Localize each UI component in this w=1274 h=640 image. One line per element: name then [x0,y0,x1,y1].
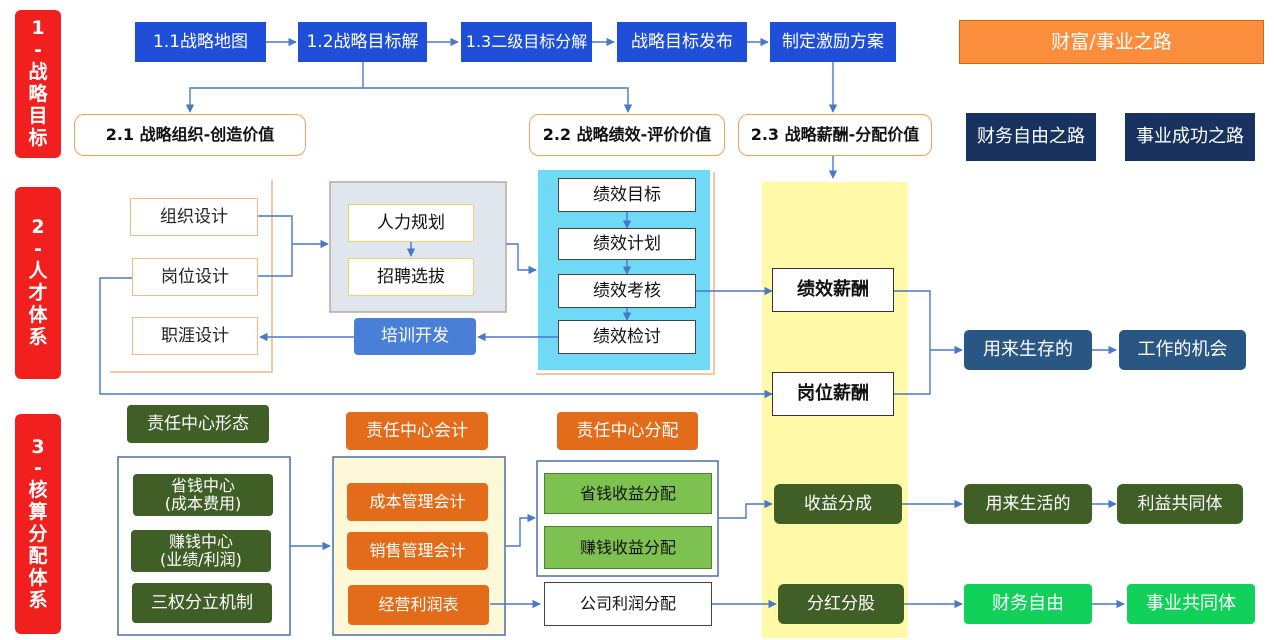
perf-group-frame [536,172,715,375]
side-char: 算 [28,501,48,524]
node-position-pay[interactable]: 岗位薪酬 [772,372,894,416]
node-cost-accounting[interactable]: 成本管理会计 [347,483,488,521]
node-hr-planning[interactable]: 人力规划 [348,204,474,242]
saving-center-sub: (成本费用) [164,494,242,513]
side-char: 体 [28,566,48,589]
node-company-profit-alloc[interactable]: 公司利润分配 [544,582,712,626]
node-org-value[interactable]: 2.1 战略组织-创造价值 [74,114,306,156]
side-char: 系 [28,588,48,611]
node-org-design[interactable]: 组织设计 [130,198,258,236]
node-profit-community[interactable]: 利益共同体 [1117,484,1243,524]
header-rc-form: 责任中心形态 [127,405,269,443]
node-three-powers[interactable]: 三权分立机制 [132,583,272,623]
node-career-design[interactable]: 职涯设计 [132,317,258,355]
node-dividend[interactable]: 分红分股 [778,584,904,624]
earning-center-label: 赚钱中心 [168,532,233,552]
side-char: 目 [28,104,48,127]
node-second-goal[interactable]: 1.3二级目标分解 [461,22,592,62]
node-perf-plan[interactable]: 绩效计划 [558,228,696,260]
node-financial-freedom-road[interactable]: 财务自由之路 [966,113,1096,161]
side-char: 2 [31,216,45,239]
side-char: 1 [31,17,45,40]
node-saving-profit-alloc[interactable]: 省钱收益分配 [544,473,712,514]
earning-center-sub: (业绩/利润) [160,550,242,569]
side-char: 配 [28,544,48,567]
node-job-chance[interactable]: 工作的机会 [1119,330,1246,370]
node-earning-profit-alloc[interactable]: 赚钱收益分配 [544,526,712,569]
header-rc-allocate: 责任中心分配 [557,412,698,450]
header-rc-account: 责任中心会计 [346,412,488,450]
node-profit-statement[interactable]: 经营利润表 [348,585,489,625]
node-perf-goal[interactable]: 绩效目标 [558,178,696,212]
node-financial-freedom[interactable]: 财务自由 [964,584,1092,624]
side-char: 略 [28,83,48,105]
side-char: 标 [28,126,48,149]
node-sales-accounting[interactable]: 销售管理会计 [347,532,488,570]
side-char: 分 [28,523,48,545]
node-perf-review[interactable]: 绩效考核 [558,274,696,308]
side-char: 系 [28,325,48,348]
side-char: - [34,39,42,62]
node-wealth-career[interactable]: 财富/事业之路 [959,20,1264,64]
node-perf-value[interactable]: 2.2 战略绩效-评价价值 [529,114,725,156]
side-char: 战 [28,61,48,84]
side-char: 3 [31,435,45,458]
node-goal-publish[interactable]: 战略目标发布 [617,22,747,62]
node-strategy-map[interactable]: 1.1战略地图 [135,22,266,62]
side-char: 核 [28,479,48,502]
side-char: - [34,457,42,480]
node-career-community[interactable]: 事业共同体 [1127,584,1255,624]
node-perf-pay[interactable]: 绩效薪酬 [772,268,894,312]
node-career-success-road[interactable]: 事业成功之路 [1125,113,1255,161]
side-label-strategy-goal: 1 - 战 略 目 标 [15,10,61,158]
side-char: 人 [28,260,48,283]
side-char: 才 [28,282,48,304]
org-group-frame [110,180,273,373]
node-profit-share[interactable]: 收益分成 [774,484,902,524]
side-label-talent-system: 2 - 人 才 体 系 [15,187,61,379]
node-training[interactable]: 培训开发 [354,318,476,355]
node-for-living[interactable]: 用来生存的 [964,330,1092,370]
node-for-life[interactable]: 用来生活的 [964,484,1092,524]
side-char: 体 [28,303,48,326]
side-label-accounting-system: 3 - 核 算 分 配 体 系 [15,414,61,634]
node-incentive-plan[interactable]: 制定激励方案 [770,22,896,62]
node-comp-value[interactable]: 2.3 战略薪酬-分配价值 [738,114,932,156]
node-goal-decompose[interactable]: 1.2战略目标解 [298,22,427,62]
node-earning-center[interactable]: 赚钱中心 (业绩/利润) [131,530,271,572]
node-recruitment[interactable]: 招聘选拔 [348,258,474,296]
node-position-design[interactable]: 岗位设计 [132,258,258,296]
saving-center-label: 省钱中心 [170,476,235,496]
node-saving-center[interactable]: 省钱中心 (成本费用) [133,474,273,516]
side-char: - [34,238,42,261]
node-perf-check[interactable]: 绩效检讨 [558,320,696,354]
